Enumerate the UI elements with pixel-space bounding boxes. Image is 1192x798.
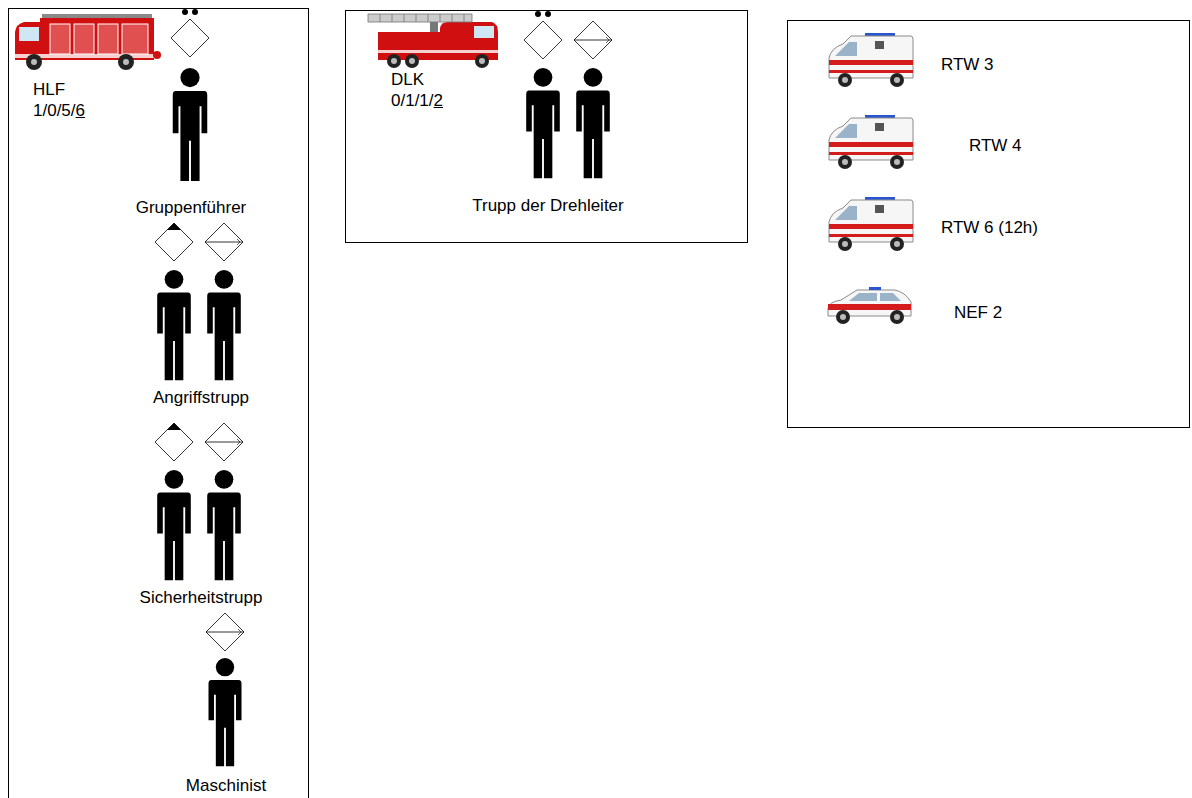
unit-label: Trupp der Drehleiter	[472, 195, 624, 216]
dlk-vehicle	[368, 14, 498, 68]
hlf-vehicle	[15, 14, 161, 70]
vehicle-strength: HLF 1/0/5/6	[33, 79, 85, 121]
unit-label: RTW 4	[969, 135, 1022, 156]
unit-label: Gruppenführer	[136, 197, 247, 218]
vehicle-strength: DLK 0/1/1/2	[391, 69, 443, 111]
unit-label: NEF 2	[954, 302, 1002, 323]
crew-panel: DLK 0/1/1/2Trupp der Drehleiter	[345, 10, 748, 243]
crew-panel: RTW 3 RTW 4 RTW 6 (12h) NEF 2	[787, 20, 1190, 428]
unit-label: RTW 3	[941, 54, 994, 75]
unit-label: RTW 6 (12h)	[941, 217, 1038, 238]
unit-label: Sicherheitstrupp	[140, 587, 263, 608]
crew-figures	[155, 9, 612, 766]
crew-panel: HLF 1/0/5/6GruppenführerAngriffstruppSic…	[8, 8, 309, 798]
unit-label: Maschinist	[186, 775, 266, 796]
ems-vehicles	[828, 33, 913, 324]
unit-label: Angriffstrupp	[153, 387, 249, 408]
